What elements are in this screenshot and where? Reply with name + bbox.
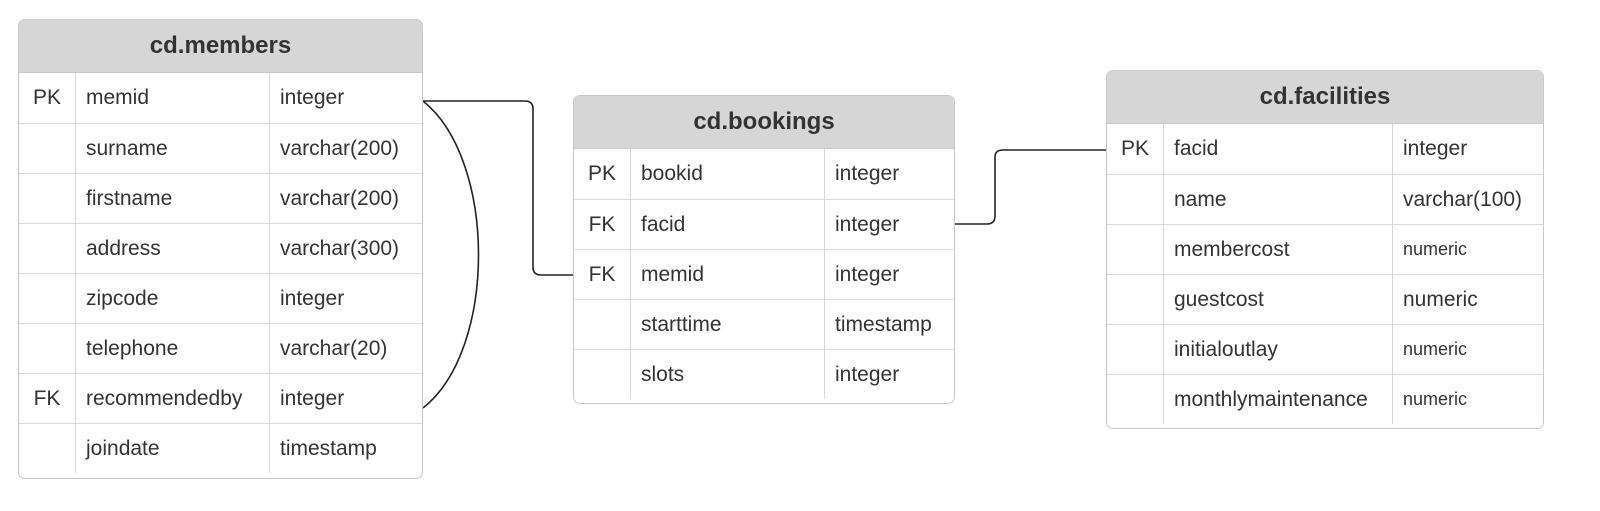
table-row: joindate timestamp	[19, 423, 422, 473]
column-name: initialoutlay	[1164, 325, 1393, 374]
table-row: FK memid integer	[574, 249, 954, 299]
table-row: guestcost numeric	[1107, 274, 1543, 324]
table-row: starttime timestamp	[574, 299, 954, 349]
column-type: integer	[835, 262, 900, 286]
column-name: facid	[631, 200, 825, 249]
key-cell	[574, 350, 631, 399]
key-cell: PK	[1107, 124, 1164, 174]
table-row: PK facid integer	[1107, 124, 1543, 174]
column-name: joindate	[76, 424, 270, 473]
table-members[interactable]: cd.members PK memid integer surname varc…	[18, 19, 423, 479]
column-type: varchar(300)	[280, 236, 400, 260]
column-type: integer	[1403, 137, 1468, 160]
column-type: timestamp	[280, 436, 377, 460]
table-facilities[interactable]: cd.facilities PK facid integer name varc…	[1106, 70, 1544, 429]
key-cell: FK	[574, 200, 631, 249]
column-type: timestamp	[835, 312, 932, 336]
table-row: zipcode integer	[19, 273, 422, 323]
column-type: varchar(200)	[280, 136, 400, 160]
key-cell: FK	[574, 250, 631, 299]
table-row: FK recommendedby integer	[19, 373, 422, 423]
connector-members-recommendedby-to-memid	[422, 100, 480, 409]
column-name: starttime	[631, 300, 825, 349]
key-cell	[1107, 275, 1164, 324]
column-name: bookid	[631, 149, 825, 199]
key-cell: PK	[574, 149, 631, 199]
column-name: address	[76, 224, 270, 273]
key-cell: FK	[19, 374, 76, 423]
table-bookings[interactable]: cd.bookings PK bookid integer FK facid i…	[573, 95, 955, 404]
column-type: integer	[280, 386, 345, 410]
column-name: firstname	[76, 174, 270, 223]
table-title: cd.facilities	[1107, 71, 1543, 124]
key-cell	[19, 224, 76, 273]
column-type: varchar(20)	[280, 336, 388, 360]
table-row: monthlymaintenance numeric	[1107, 374, 1543, 424]
key-cell	[19, 324, 76, 373]
column-type: integer	[280, 286, 345, 310]
column-type: numeric	[1403, 239, 1468, 259]
column-name: name	[1164, 175, 1393, 224]
key-cell	[19, 124, 76, 173]
column-type: numeric	[1403, 339, 1468, 359]
column-name: telephone	[76, 324, 270, 373]
table-row: firstname varchar(200)	[19, 173, 422, 223]
table-row: surname varchar(200)	[19, 123, 422, 173]
key-cell	[1107, 225, 1164, 274]
key-cell	[19, 174, 76, 223]
key-cell	[1107, 175, 1164, 224]
table-row: PK memid integer	[19, 73, 422, 123]
key-cell	[574, 300, 631, 349]
table-row: slots integer	[574, 349, 954, 399]
column-name: facid	[1164, 124, 1393, 174]
column-type: integer	[835, 362, 900, 386]
table-row: membercost numeric	[1107, 224, 1543, 274]
column-name: surname	[76, 124, 270, 173]
table-row: address varchar(300)	[19, 223, 422, 273]
connector-bookings-memid-to-members-memid	[423, 100, 573, 276]
column-name: membercost	[1164, 225, 1393, 274]
key-cell	[1107, 325, 1164, 374]
table-row: initialoutlay numeric	[1107, 324, 1543, 374]
column-type: integer	[280, 86, 345, 109]
column-name: guestcost	[1164, 275, 1393, 324]
table-title: cd.members	[19, 20, 422, 73]
key-cell	[19, 424, 76, 473]
key-cell	[1107, 375, 1164, 424]
column-type: numeric	[1403, 389, 1468, 409]
key-cell	[19, 274, 76, 323]
column-type: varchar(200)	[280, 186, 400, 210]
column-name: memid	[76, 73, 270, 123]
column-name: monthlymaintenance	[1164, 375, 1393, 424]
column-name: memid	[631, 250, 825, 299]
key-cell: PK	[19, 73, 76, 123]
connector-bookings-facid-to-facilities-facid	[955, 149, 1106, 225]
table-row: FK facid integer	[574, 199, 954, 249]
column-name: slots	[631, 350, 825, 399]
column-type: varchar(100)	[1403, 187, 1523, 211]
column-name: zipcode	[76, 274, 270, 323]
table-row: telephone varchar(20)	[19, 323, 422, 373]
column-name: recommendedby	[76, 374, 270, 423]
column-type: numeric	[1403, 287, 1478, 311]
column-type: integer	[835, 212, 900, 236]
column-type: integer	[835, 162, 900, 185]
table-row: name varchar(100)	[1107, 174, 1543, 224]
table-title: cd.bookings	[574, 96, 954, 149]
table-row: PK bookid integer	[574, 149, 954, 199]
